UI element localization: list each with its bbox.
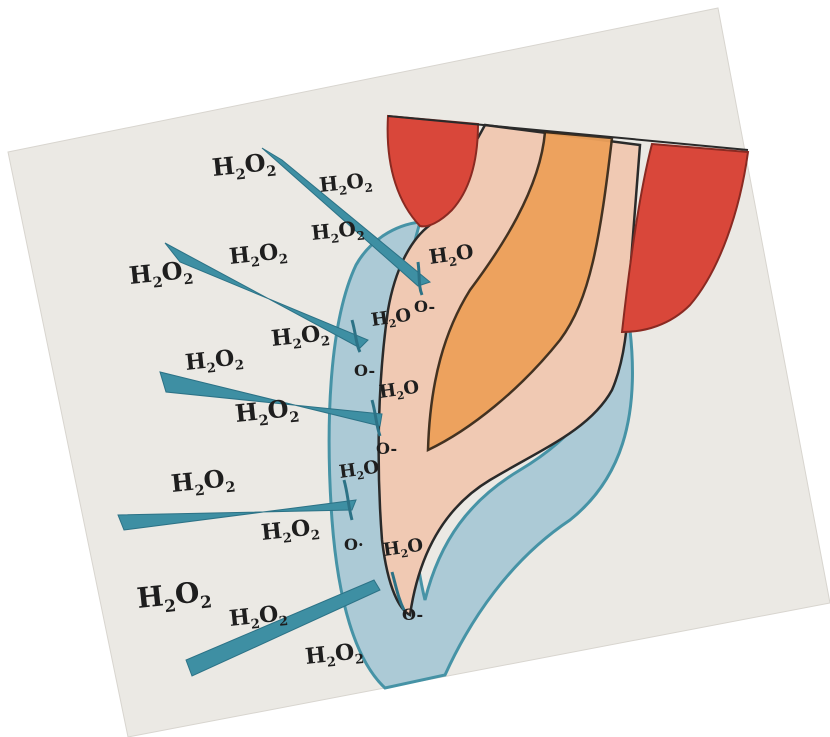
o-radical-5: O- <box>402 605 423 624</box>
o-radical-2: O- <box>354 361 375 380</box>
o-radical-4: O· <box>344 535 364 554</box>
o-radical-3: O- <box>376 439 397 458</box>
o-radical-1: O- <box>414 297 435 316</box>
